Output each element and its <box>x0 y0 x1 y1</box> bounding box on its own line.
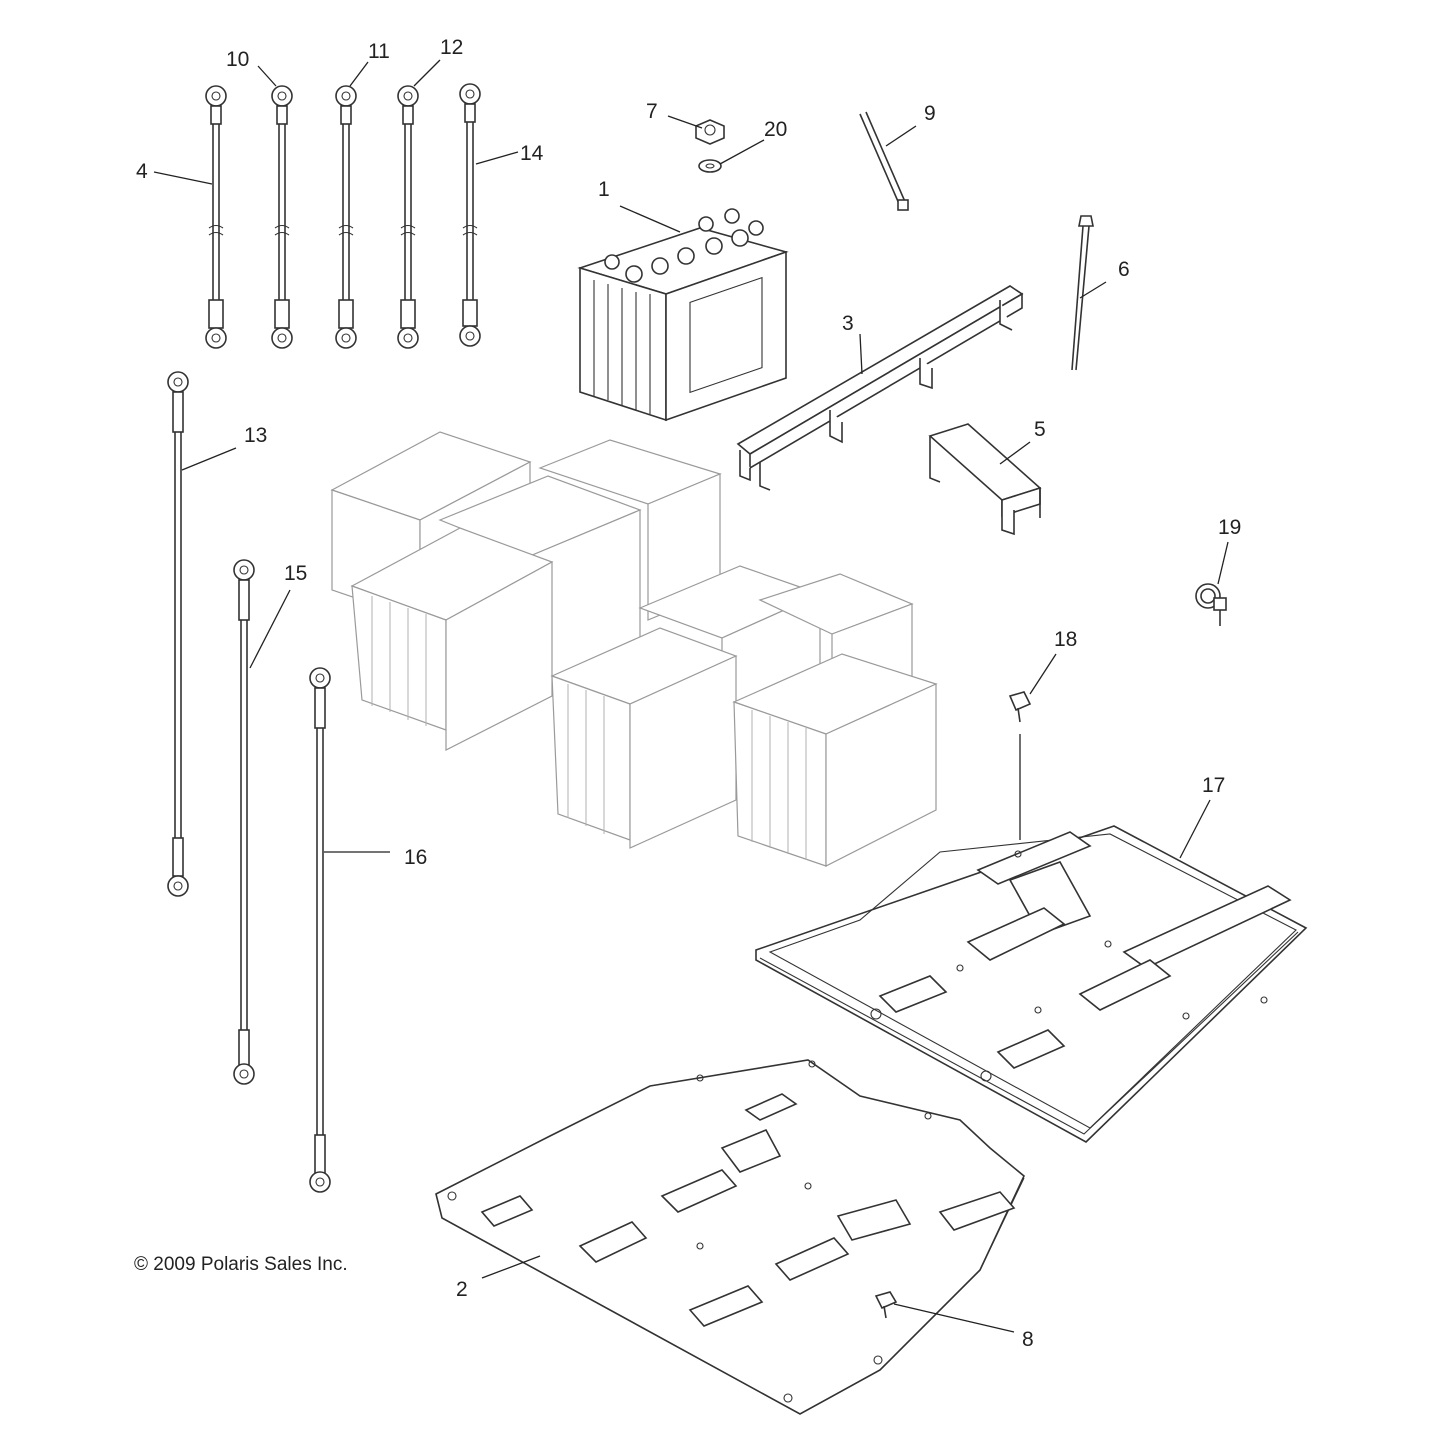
long-cable-16 <box>309 667 331 1193</box>
callout-17: 17 <box>1202 774 1225 797</box>
callout-3: 3 <box>842 312 854 335</box>
short-cable-12 <box>397 85 419 349</box>
callout-12: 12 <box>440 36 463 59</box>
short-cable-14 <box>459 83 481 347</box>
battery-cluster <box>330 431 938 867</box>
battery-1 <box>577 208 789 422</box>
hold-down-bracket-3 <box>736 285 1024 491</box>
clamp-19 <box>1195 583 1227 626</box>
base-plate-2 <box>435 1059 1025 1415</box>
callout-8: 8 <box>1022 1328 1034 1351</box>
callout-7: 7 <box>646 100 658 123</box>
long-cable-15 <box>233 559 255 1085</box>
callout-16: 16 <box>404 846 427 869</box>
rod-9 <box>859 111 909 211</box>
long-cable-13 <box>167 371 189 897</box>
callout-19: 19 <box>1218 516 1241 539</box>
leader-lines <box>153 59 1229 1333</box>
bracket-5 <box>928 423 1042 536</box>
washer-20 <box>698 159 722 173</box>
ghost-battery <box>550 627 738 849</box>
callout-18: 18 <box>1054 628 1077 651</box>
screw-18 <box>1008 691 1032 840</box>
callout-13: 13 <box>244 424 267 447</box>
ghost-battery <box>350 527 554 751</box>
callout-4: 4 <box>136 160 148 183</box>
short-cable-4 <box>205 85 227 349</box>
callout-15: 15 <box>284 562 307 585</box>
rod-6 <box>1071 215 1094 371</box>
ghost-battery <box>732 653 938 867</box>
callout-6: 6 <box>1118 258 1130 281</box>
callout-2: 2 <box>456 1278 468 1301</box>
callout-11: 11 <box>368 40 390 63</box>
callout-5: 5 <box>1034 418 1046 441</box>
battery-tray-17 <box>755 825 1308 1143</box>
short-cable-11 <box>335 85 357 349</box>
callout-20: 20 <box>764 118 787 141</box>
callouts: 1 2 3 4 5 6 7 8 9 10 11 12 13 14 15 16 1… <box>136 36 1241 1351</box>
callout-9: 9 <box>924 102 936 125</box>
short-cable-10 <box>271 85 293 349</box>
callout-14: 14 <box>520 142 544 165</box>
callout-1: 1 <box>598 178 610 201</box>
copyright-notice: © 2009 Polaris Sales Inc. <box>134 1254 348 1275</box>
nut-7 <box>695 119 725 145</box>
callout-10: 10 <box>226 48 249 71</box>
screw-8 <box>874 1291 898 1319</box>
